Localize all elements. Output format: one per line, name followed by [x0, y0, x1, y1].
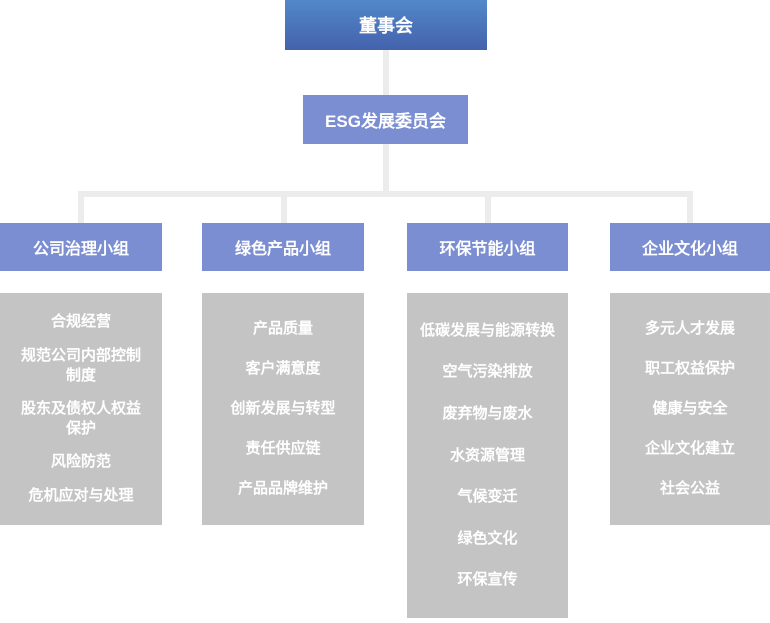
- group-header-energy: 环保节能小组: [407, 223, 568, 271]
- connector-committee-to-branch: [383, 144, 389, 191]
- board-label: 董事会: [359, 16, 413, 36]
- panel-item: 社会公益: [659, 480, 720, 497]
- group-header-label: 企业文化小组: [641, 241, 738, 258]
- panel-item: 客户满意度: [245, 360, 321, 377]
- connector-root-to-committee: [383, 50, 389, 95]
- group-header-label: 绿色产品小组: [234, 241, 331, 258]
- panel-item: 创新发展与转型: [230, 400, 336, 417]
- connector-drop-culture: [687, 197, 693, 223]
- group-header-culture: 企业文化小组: [610, 223, 770, 271]
- connector-drop-green-product: [281, 197, 287, 223]
- group-panel-energy: 低碳发展与能源转换 空气污染排放 废弃物与废水 水资源管理 气候变迁 绿色文化 …: [407, 293, 568, 618]
- esg-committee-label: ESG发展委员会: [325, 112, 446, 131]
- group-panel-culture: 多元人才发展 职工权益保护 健康与安全 企业文化建立 社会公益: [610, 293, 770, 525]
- connector-branch-horizontal: [78, 191, 693, 197]
- panel-item: 绿色文化: [457, 529, 518, 547]
- panel-item: 规范公司内部控制制度: [20, 346, 141, 384]
- connector-drop-energy: [485, 197, 491, 223]
- group-header-label: 公司治理小组: [32, 241, 129, 258]
- connector-drop-governance: [78, 197, 84, 223]
- panel-item: 低碳发展与能源转换: [419, 321, 555, 339]
- esg-committee-node: ESG发展委员会: [303, 95, 468, 144]
- panel-item: 企业文化建立: [644, 440, 735, 457]
- group-panel-green-product: 产品质量 客户满意度 创新发展与转型 责任供应链 产品品牌维护: [202, 293, 364, 525]
- panel-item: 水资源管理: [449, 446, 525, 464]
- panel-item: 多元人才发展: [644, 320, 735, 337]
- group-panel-governance: 合规经营 规范公司内部控制制度 股东及债权人权益保护 风险防范 危机应对与处理: [0, 293, 162, 525]
- panel-item: 健康与安全: [652, 400, 728, 417]
- group-header-governance: 公司治理小组: [0, 223, 162, 271]
- panel-item: 产品品牌维护: [237, 480, 328, 497]
- panel-item: 风险防范: [50, 453, 111, 471]
- panel-item: 合规经营: [50, 313, 111, 331]
- group-header-label: 环保节能小组: [439, 241, 536, 258]
- panel-item: 产品质量: [252, 320, 313, 337]
- panel-item: 气候变迁: [457, 488, 518, 506]
- panel-item: 股东及债权人权益保护: [20, 399, 141, 437]
- panel-item: 废弃物与废水: [442, 404, 533, 422]
- board-node: 董事会: [285, 0, 487, 50]
- panel-item: 危机应对与处理: [28, 486, 134, 504]
- panel-item: 环保宣传: [457, 571, 518, 589]
- panel-item: 职工权益保护: [644, 360, 735, 377]
- panel-item: 空气污染排放: [442, 363, 533, 381]
- group-header-green-product: 绿色产品小组: [202, 223, 364, 271]
- panel-item: 责任供应链: [245, 440, 321, 457]
